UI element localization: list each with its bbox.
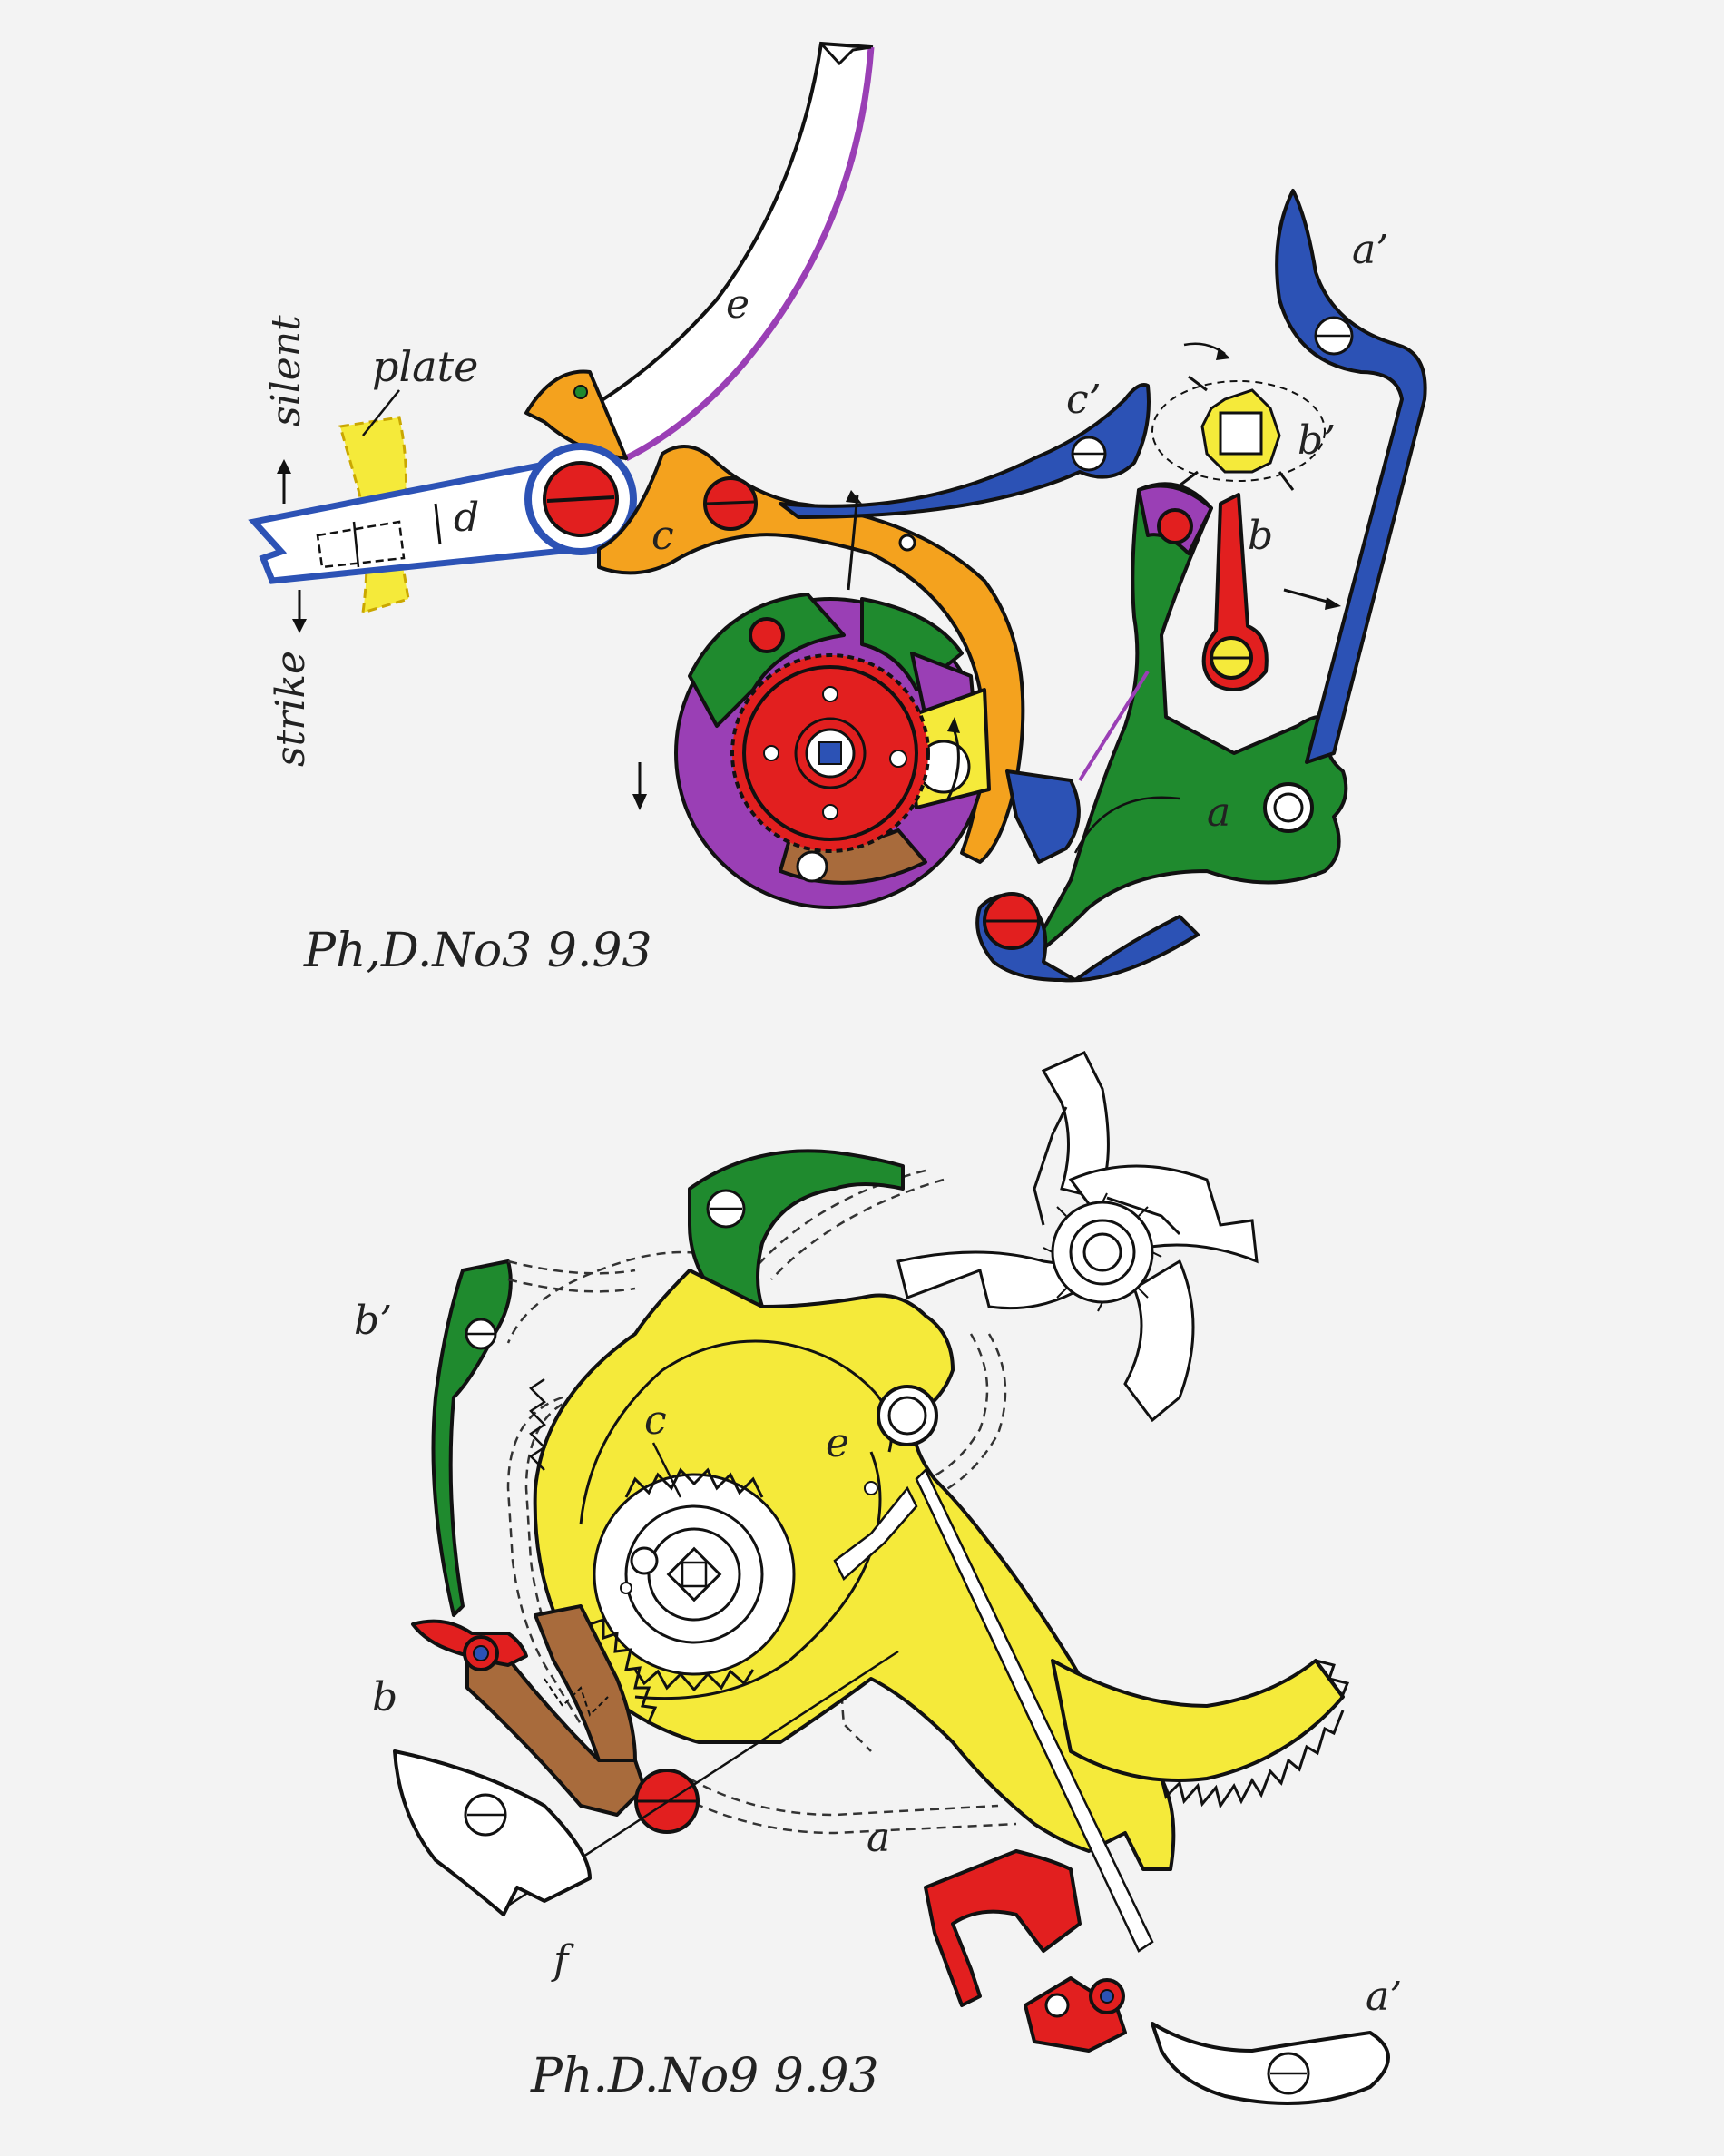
label-b-prime: b’: [1298, 417, 1336, 464]
label-c: c: [651, 513, 674, 559]
label-b: b: [1248, 513, 1273, 559]
label-c-prime: c’: [1066, 377, 1102, 423]
star-b-prime: [1151, 342, 1326, 491]
label-e-bottom: e: [826, 1420, 849, 1466]
bottom-diagram: b’ c e b a f a’ Ph.D.No9 9.93: [354, 1051, 1402, 2105]
lever-a-prime: [1275, 189, 1427, 764]
label-strike: strike: [268, 651, 314, 767]
green-lever-top: [688, 1149, 905, 1308]
top-diagram: e plate silent strike d c c’ a’ b’ b a P…: [248, 41, 1427, 983]
lever-c: [597, 445, 1025, 864]
brown-lever-f: [465, 1645, 646, 1817]
label-a-bottom: a: [867, 1815, 890, 1861]
star-wheel-white: [896, 1051, 1259, 1423]
label-a: a: [1207, 789, 1230, 836]
label-b-prime-bottom: b’: [354, 1298, 392, 1344]
snail-wheel: [674, 593, 991, 909]
lever-e: [577, 41, 874, 461]
label-plate: plate: [372, 342, 478, 391]
lever-e-hook: [524, 369, 628, 460]
caption-bottom: Ph.D.No9 9.93: [530, 2049, 879, 2103]
gear-c: [593, 1467, 796, 1692]
label-a-prime-bottom: a’: [1366, 1974, 1402, 2020]
caption-top: Ph,D.No3 9.93: [303, 924, 652, 978]
lever-a: [1024, 482, 1348, 964]
yellow-rack: [1051, 1659, 1345, 1782]
label-silent: silent: [263, 315, 309, 426]
label-e: e: [726, 281, 749, 328]
label-c-bottom: c: [644, 1397, 667, 1444]
label-d: d: [454, 495, 479, 541]
label-a-prime: a’: [1352, 227, 1388, 273]
label-b-bottom: b: [372, 1674, 397, 1720]
label-f-bottom: f: [551, 1937, 574, 1984]
red-pallet: [924, 1849, 1082, 2007]
spring-b-prime: [431, 1259, 513, 1617]
